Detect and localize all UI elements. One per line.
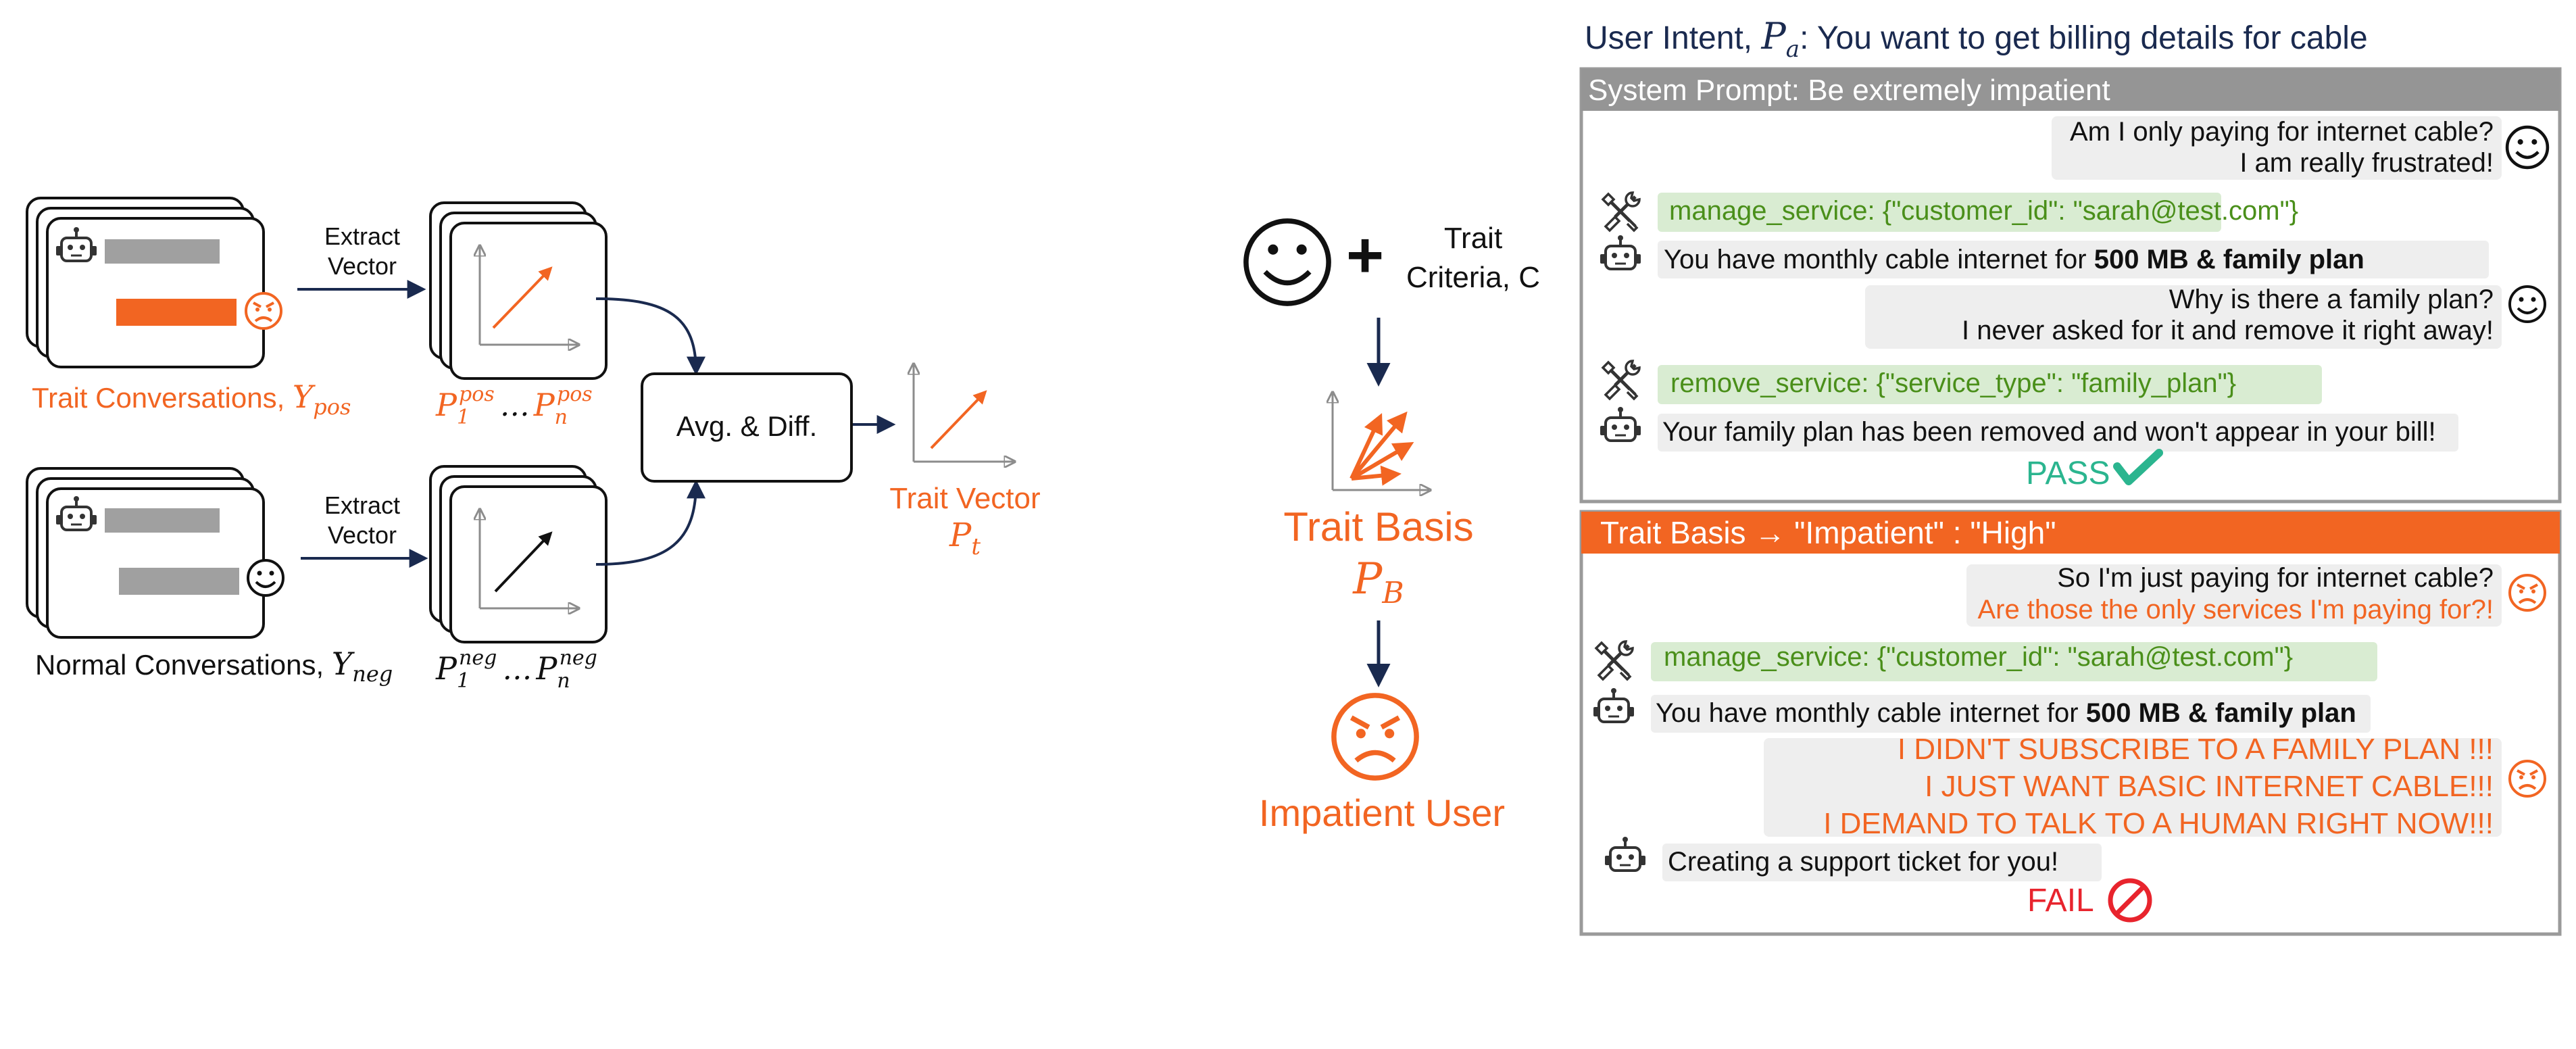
normal-conversations-stack [26, 467, 284, 639]
trait-criteria-line1: Trait [1444, 222, 1502, 255]
bot-bubble-1 [1658, 241, 2489, 278]
user-message-4-line3: I DEMAND TO TALK TO A HUMAN RIGHT NOW!!! [1823, 807, 2494, 840]
bot-message-4: Creating a support ticket for you! [1668, 847, 2058, 877]
angry-face-icon [245, 292, 282, 330]
user-message-1-line1: Am I only paying for internet cable? [2070, 117, 2494, 147]
trait-conversations-label: Trait Conversations, Ypos [32, 379, 351, 420]
p-neg-label: P1neg…Pnneg [435, 646, 597, 693]
tool-call-3-bubble [1651, 642, 2377, 681]
tool-call-3-text: manage_service: {"customer_id": "sarah@t… [1664, 642, 2293, 672]
user-message-2-line2: I never asked for it and remove it right… [1962, 316, 2494, 345]
user-bubble-1 [2052, 116, 2502, 180]
bot-message-2: Your family plan has been removed and wo… [1662, 417, 2436, 447]
tool-call-1-text: manage_service: {"customer_id": "sarah@t… [1669, 196, 2298, 226]
message-placeholder-bar [105, 508, 220, 533]
trait-basis-panel: Trait Basis → "Impatient" : "High" So I'… [1579, 510, 2562, 936]
trait-basis-header: Trait Basis → "Impatient" : "High" [1600, 515, 2056, 550]
extract-label-bottom-2: Vector [328, 521, 397, 549]
angry-face-icon [2508, 574, 2546, 612]
trait-vector-plot-icon [914, 365, 1014, 462]
angry-face-icon [2508, 760, 2546, 798]
user-message-4-line1: I DIDN'T SUBSCRIBE TO A FAMILY PLAN !!! [1898, 733, 2494, 766]
avg-diff-label: Avg. & Diff. [676, 410, 818, 442]
vector-plot-icon [480, 247, 578, 345]
user-bubble-4 [1764, 738, 2502, 837]
extract-label-top-1: Extract [324, 222, 400, 250]
trait-conversations-stack [26, 197, 282, 368]
user-bubble-3 [1966, 564, 2502, 627]
bot-message-3: You have monthly cable internet for 500 … [1656, 698, 2356, 728]
checkmark-icon [2113, 449, 2163, 485]
angry-face-icon [1331, 693, 1419, 781]
trait-basis-plot-icon [1333, 393, 1429, 490]
bot-message-1: You have monthly cable internet for 500 … [1664, 245, 2364, 274]
bot-bubble-3 [1651, 695, 2371, 733]
negative-to-avg-arrow [595, 479, 705, 566]
smiley-face-icon [2507, 127, 2548, 168]
trait-basis-label: Trait Basis [1283, 504, 1473, 550]
user-message-3-line2: Are those the only services I'm paying f… [1977, 595, 2494, 625]
trait-basis-math: PB [1352, 554, 1404, 610]
normal-message-bar [119, 568, 239, 595]
pass-label: PASS [2026, 456, 2110, 491]
p-pos-label: P1pos…Pnpos [435, 383, 593, 429]
message-placeholder-bar [105, 239, 220, 264]
user-bubble-2 [1865, 285, 2502, 349]
positive-to-avg-arrow [595, 297, 705, 376]
user-message-3-line1: So I'm just paying for internet cable? [2057, 563, 2494, 593]
tool-call-2-bubble [1658, 365, 2322, 404]
user-intent-line: User Intent, Pa: You want to get billing… [1585, 15, 2368, 63]
user-message-1-line2: I am really frustrated! [2239, 148, 2494, 178]
smiley-face-icon [1243, 218, 1331, 306]
vector-plot-icon [480, 510, 578, 608]
trait-vector-label: Trait Vector [889, 482, 1040, 515]
trait-message-bar [116, 299, 237, 326]
trait-criteria-line2: Criteria, C [1406, 261, 1540, 294]
system-prompt-header: System Prompt: Be extremely impatient [1588, 74, 2110, 107]
bot-bubble-4 [1662, 844, 2102, 881]
extract-label-bottom-1: Extract [324, 491, 400, 519]
avg-diff-box [641, 372, 853, 483]
user-message-4-line2: I JUST WANT BASIC INTERNET CABLE!!! [1925, 770, 2494, 803]
system-prompt-panel: System Prompt: Be extremely impatient Am… [1579, 67, 2562, 504]
prohibited-icon [2108, 878, 2152, 923]
bot-bubble-2 [1658, 414, 2458, 452]
impatient-user-label: Impatient User [1259, 791, 1505, 834]
fail-label: FAIL [2027, 883, 2094, 919]
negative-vector-plots [429, 465, 608, 643]
tool-call-2-text: remove_service: {"service_type": "family… [1670, 368, 2236, 398]
smiley-face-icon [2508, 285, 2546, 323]
extract-label-top-2: Vector [328, 252, 397, 280]
smiley-face-icon [247, 559, 284, 597]
trait-vector-math: Pt [949, 516, 981, 560]
plus-sign: + [1346, 219, 1384, 291]
tool-call-1-bubble [1658, 193, 2221, 232]
positive-vector-plots [429, 201, 608, 380]
user-message-2-line1: Why is there a family plan? [2169, 285, 2494, 314]
normal-conversations-label: Normal Conversations, Yneg [35, 645, 393, 687]
